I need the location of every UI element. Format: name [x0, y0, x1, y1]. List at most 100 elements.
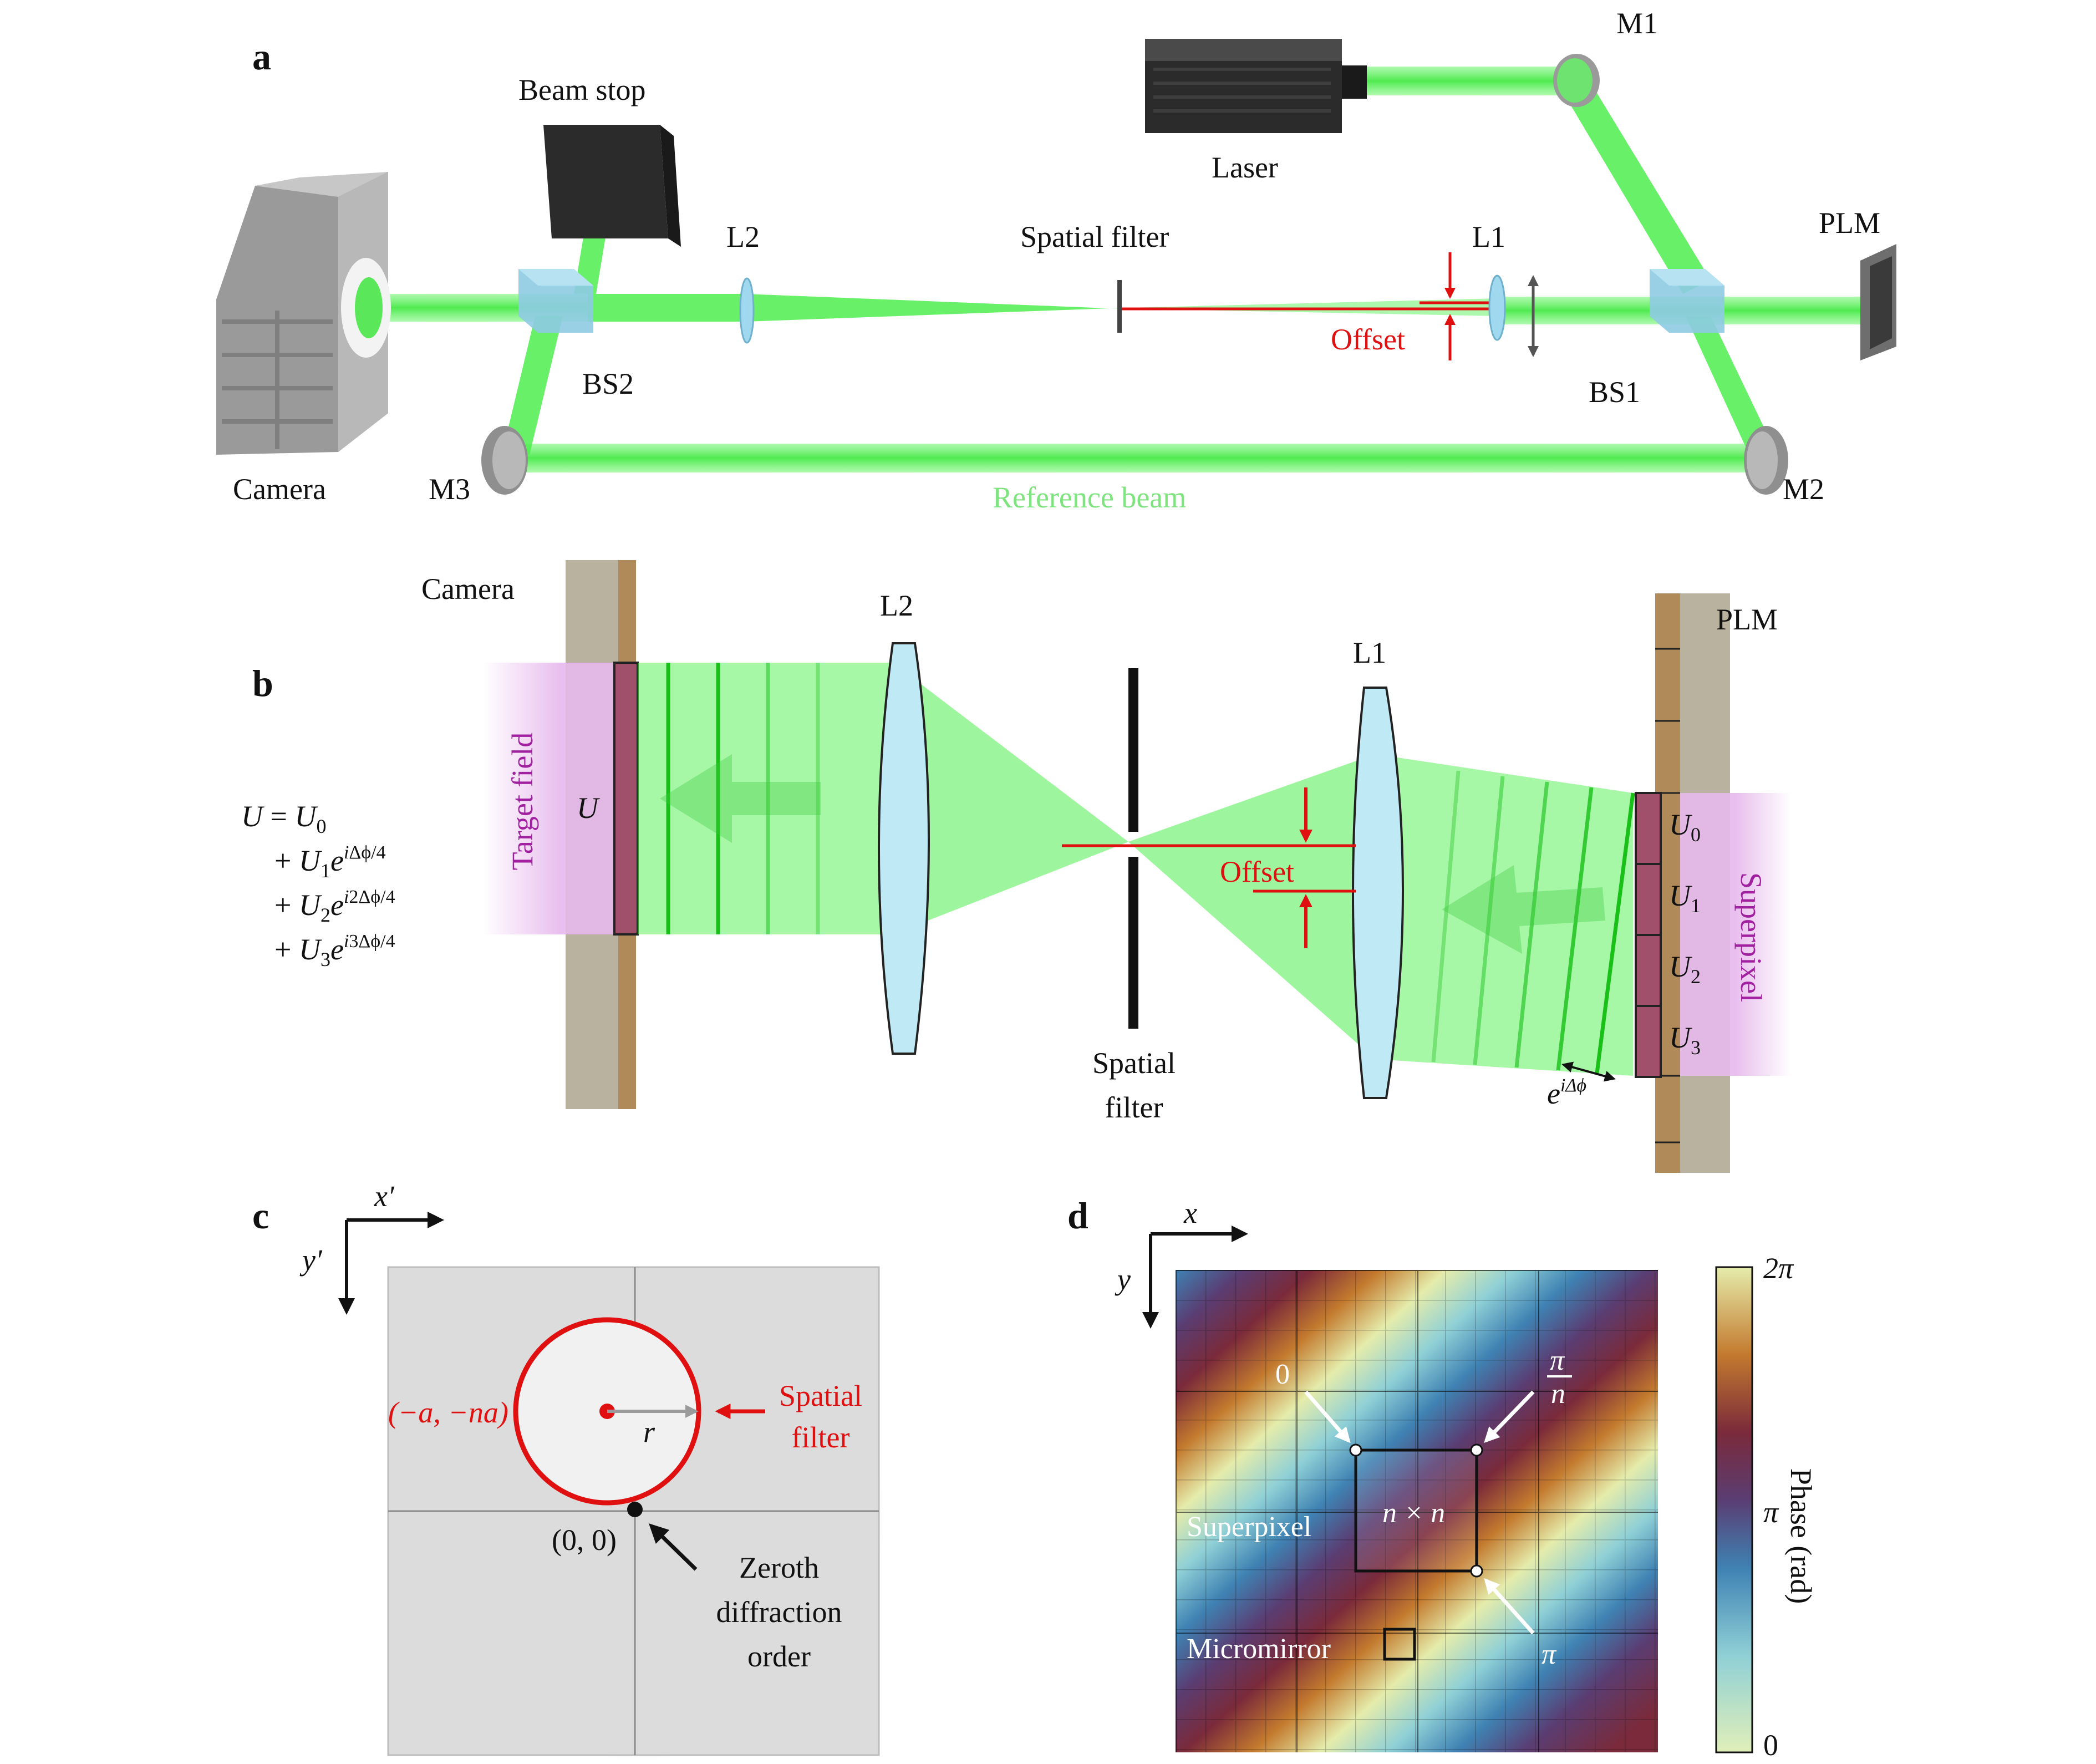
svg-text:+ U2ei2Δϕ/4: + U2ei2Δϕ/4 [274, 887, 395, 926]
colorbar-tick-pi: π [1763, 1496, 1779, 1529]
panel-c: c x′ y′ r (−a, −na) (0, 0) Spatial filte… [252, 1180, 884, 1761]
center-label: (−a, −na) [388, 1396, 508, 1429]
beam-focus-l1-b [1128, 754, 1375, 1059]
corner-pi-n-den: n [1551, 1378, 1565, 1410]
box-label: n × n [1382, 1497, 1445, 1529]
beam-l2-focus-b [893, 663, 1128, 934]
beam-stop: Beam stop [518, 73, 681, 247]
colorbar-tick-0: 0 [1763, 1729, 1778, 1762]
target-field-label: Target field [506, 733, 539, 871]
highlighted-micromirror [1383, 1628, 1416, 1661]
beam-splitter-bs2: BS2 [518, 269, 634, 400]
field-equation: U = U0 + U1eiΔϕ/4 + U2ei2Δϕ/4 + U3ei3Δϕ/… [241, 800, 395, 970]
zeroth-label-2: diffraction [716, 1595, 842, 1629]
beam-m3-bs2 [502, 316, 563, 455]
propagation-arrow-right [1442, 865, 1605, 954]
beam-splitter-bs1: BS1 [1589, 269, 1724, 409]
bs1-label: BS1 [1589, 375, 1640, 409]
filter-label-c-2: filter [792, 1421, 850, 1454]
micromirror-label: Micromirror [1187, 1633, 1331, 1665]
panel-d-label: d [1067, 1194, 1088, 1237]
highlighted-superpixel [1354, 1448, 1478, 1573]
plm-device: PLM [1819, 206, 1896, 360]
radius-label: r [643, 1415, 655, 1448]
colorbar-tick-2pi: 2π [1763, 1252, 1794, 1285]
filter-label-c-1: Spatial [779, 1379, 862, 1412]
l1-label: L1 [1472, 220, 1505, 253]
beam-bs1-m2 [1686, 316, 1774, 449]
beam-laser-m1 [1359, 67, 1575, 95]
m2-label: M2 [1783, 472, 1824, 506]
lens-l1: L1 [1472, 220, 1539, 357]
reference-beam [516, 444, 1761, 472]
superpixel-cells [1635, 792, 1662, 1078]
reference-beam-label: Reference beam [993, 481, 1186, 514]
zeroth-label-1: Zeroth [739, 1551, 819, 1584]
corner-pi-n-num: π [1550, 1345, 1565, 1376]
zeroth-order-arrow [648, 1523, 698, 1571]
superpixel-label-b: Superpixel [1734, 872, 1768, 1002]
beam-m1-bs1 [1561, 75, 1711, 294]
phase-step-arrow [1561, 1061, 1616, 1082]
x-prime-label: x′ [374, 1180, 395, 1213]
camera-label-b: Camera [421, 572, 515, 606]
wavefronts-left [666, 663, 820, 934]
lens-l2-b [878, 642, 930, 1055]
u3-label: U3 [1669, 1021, 1701, 1059]
l1-label-b: L1 [1353, 636, 1386, 669]
y-prime-label: y′ [299, 1243, 323, 1277]
colorbar-title: Phase (rad) [1784, 1468, 1818, 1604]
mirror-m2: M2 [1744, 426, 1824, 506]
camera-label-a: Camera [233, 472, 326, 506]
beam-focus-l1 [1109, 298, 1497, 316]
svg-text:+ U1eiΔϕ/4: + U1eiΔϕ/4 [274, 842, 386, 882]
superpixel-label-d: Superpixel [1187, 1511, 1311, 1543]
offset-label-b: Offset [1220, 855, 1294, 888]
panel-d: d x y 0 π n π n × n Superpixel Micromirr… [1067, 1194, 1818, 1762]
beam-l1-bs1 [1503, 297, 1675, 324]
offset-indicator-a: Offset [1331, 252, 1456, 360]
beam-camera-l2 [638, 663, 893, 934]
m1-label: M1 [1616, 7, 1658, 40]
colorbar [1715, 1266, 1753, 1753]
corner-0-label: 0 [1275, 1359, 1290, 1390]
y-label-d: y [1115, 1263, 1131, 1296]
svg-text:+ U3ei3Δϕ/4: + U3ei3Δϕ/4 [274, 931, 395, 970]
corner-pi-label: π [1542, 1639, 1557, 1670]
target-field-region [613, 662, 639, 936]
panel-a: a Laser M1 [216, 7, 1896, 514]
camera-device: Camera [216, 172, 391, 506]
superpixel-grid [1176, 1270, 1658, 1752]
lens-l2: L2 [726, 220, 760, 344]
panel-c-label: c [252, 1194, 269, 1237]
panel-b: b U Target field Camera [241, 560, 1791, 1173]
l2-label: L2 [726, 220, 760, 253]
propagation-arrow-left [660, 754, 821, 843]
target-field-glow [482, 663, 638, 934]
l2-label-b: L2 [880, 589, 913, 622]
x-label-d: x [1183, 1196, 1197, 1229]
zeroth-label-3: order [747, 1640, 811, 1673]
beam-l2-focus [588, 294, 1109, 322]
m3-label: M3 [429, 472, 470, 506]
superpixel-glow [1680, 793, 1791, 1076]
origin-label: (0, 0) [552, 1523, 617, 1557]
wavefronts-right [1431, 770, 1635, 1074]
lens-l1-b [1352, 687, 1404, 1099]
beam-stop-label: Beam stop [518, 73, 645, 106]
phase-step-label: eiΔϕ [1547, 1075, 1586, 1110]
panel-a-label: a [252, 35, 271, 78]
spatial-filter-a: Spatial filter [1020, 220, 1169, 333]
laser-label: Laser [1212, 151, 1278, 184]
plm-label-b: PLM [1716, 603, 1778, 636]
spatial-filter-b-line2: filter [1105, 1091, 1163, 1124]
spatial-filter-top [1128, 668, 1138, 832]
mirror-m1: M1 [1553, 7, 1658, 107]
plm-label: PLM [1819, 206, 1880, 240]
origin-point [627, 1502, 643, 1517]
spatial-filter-b-line1: Spatial [1092, 1046, 1176, 1080]
spatial-filter-bottom [1128, 857, 1138, 1029]
spatial-filter-label: Spatial filter [1020, 220, 1169, 253]
mirror-m3: M3 [429, 426, 528, 506]
